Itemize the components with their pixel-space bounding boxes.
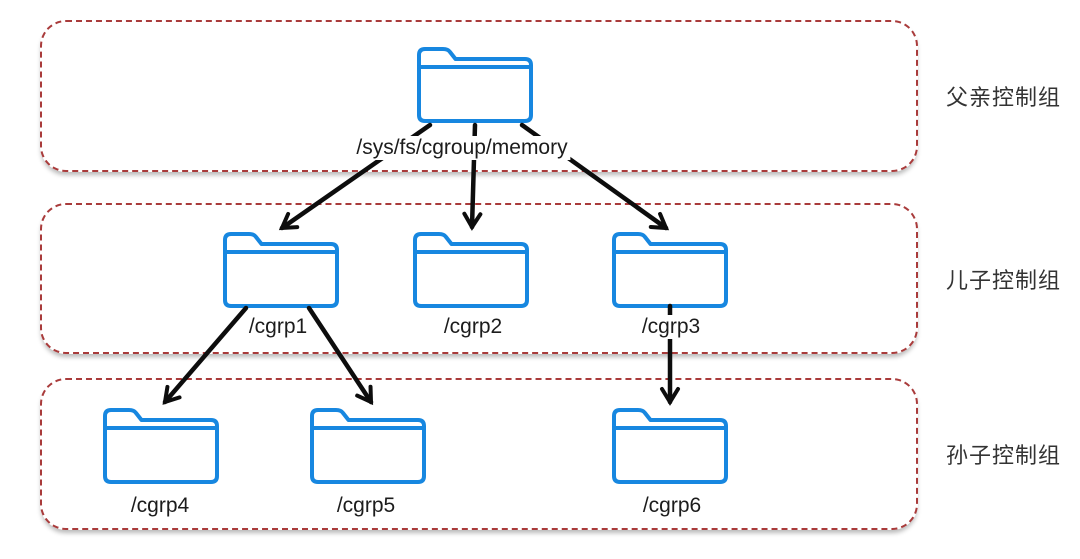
children-group-box xyxy=(40,203,918,354)
node-label-cgrp5: /cgrp5 xyxy=(333,494,399,518)
node-label-cgrp1: /cgrp1 xyxy=(245,315,311,339)
folder-icon-cgrp3 xyxy=(612,232,728,308)
node-label-cgrp6: /cgrp6 xyxy=(639,494,705,518)
side-label-children-group: 儿子控制组 xyxy=(946,267,1062,293)
folder-icon-cgrp5 xyxy=(310,408,426,484)
grandchildren-group-box xyxy=(40,378,918,530)
node-label-cgrp3: /cgrp3 xyxy=(638,315,704,339)
node-label-cgrp4: /cgrp4 xyxy=(127,494,193,518)
folder-icon-cgrp2 xyxy=(413,232,529,308)
folder-icon-cgrp4 xyxy=(103,408,219,484)
node-label-memory: /sys/fs/cgroup/memory xyxy=(353,136,571,160)
folder-icon-cgrp6 xyxy=(612,408,728,484)
folder-icon-memory xyxy=(417,47,533,123)
side-label-grandchildren-group: 孙子控制组 xyxy=(946,443,1062,468)
node-label-cgrp2: /cgrp2 xyxy=(440,315,506,339)
parent-group-box xyxy=(40,20,918,172)
side-label-parent-group: 父亲控制组 xyxy=(946,85,1062,110)
folder-icon-cgrp1 xyxy=(223,232,339,308)
